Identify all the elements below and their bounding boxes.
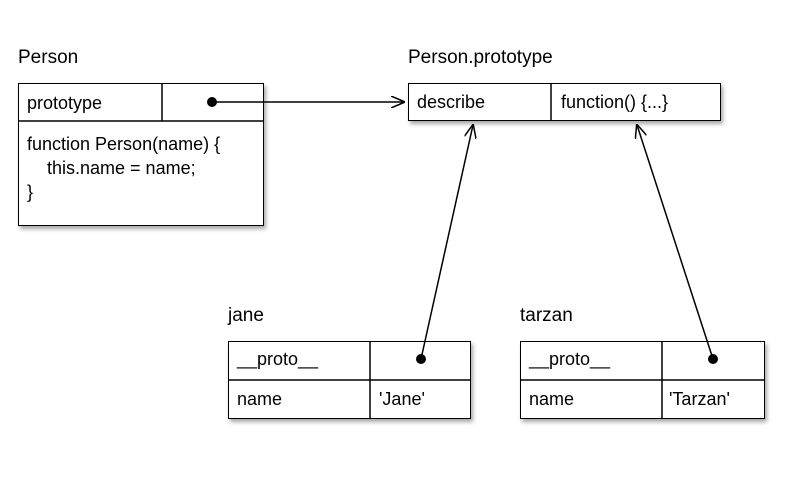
tarzan-name-key: name <box>529 389 575 409</box>
describe-value: function() {...} <box>561 92 669 112</box>
person-function-box: prototype function Person(name) { this.n… <box>18 83 264 226</box>
jane-title: jane <box>228 305 264 326</box>
tarzan-title: tarzan <box>520 305 573 326</box>
describe-key: describe <box>417 92 486 112</box>
jane-name-value: 'Jane' <box>379 389 425 409</box>
jane-proto-pointer-arrow <box>420 125 473 360</box>
person-code-line-1: function Person(name) { <box>27 134 221 154</box>
jane-name-key: name <box>237 389 283 409</box>
tarzan-proto-key: __proto__ <box>529 349 611 369</box>
person-code-line-3: } <box>27 182 34 202</box>
person-prototype-title: Person.prototype <box>408 47 553 68</box>
person-code-line-2: this.name = name; <box>27 158 196 178</box>
tarzan-name-value: 'Tarzan' <box>669 389 730 409</box>
person-title: Person <box>18 47 79 68</box>
person-prototype-key: prototype <box>27 93 103 113</box>
person-prototype-box: describe function() {...} <box>408 83 721 121</box>
tarzan-proto-pointer-arrow <box>637 125 714 360</box>
jane-proto-key: __proto__ <box>237 349 319 369</box>
